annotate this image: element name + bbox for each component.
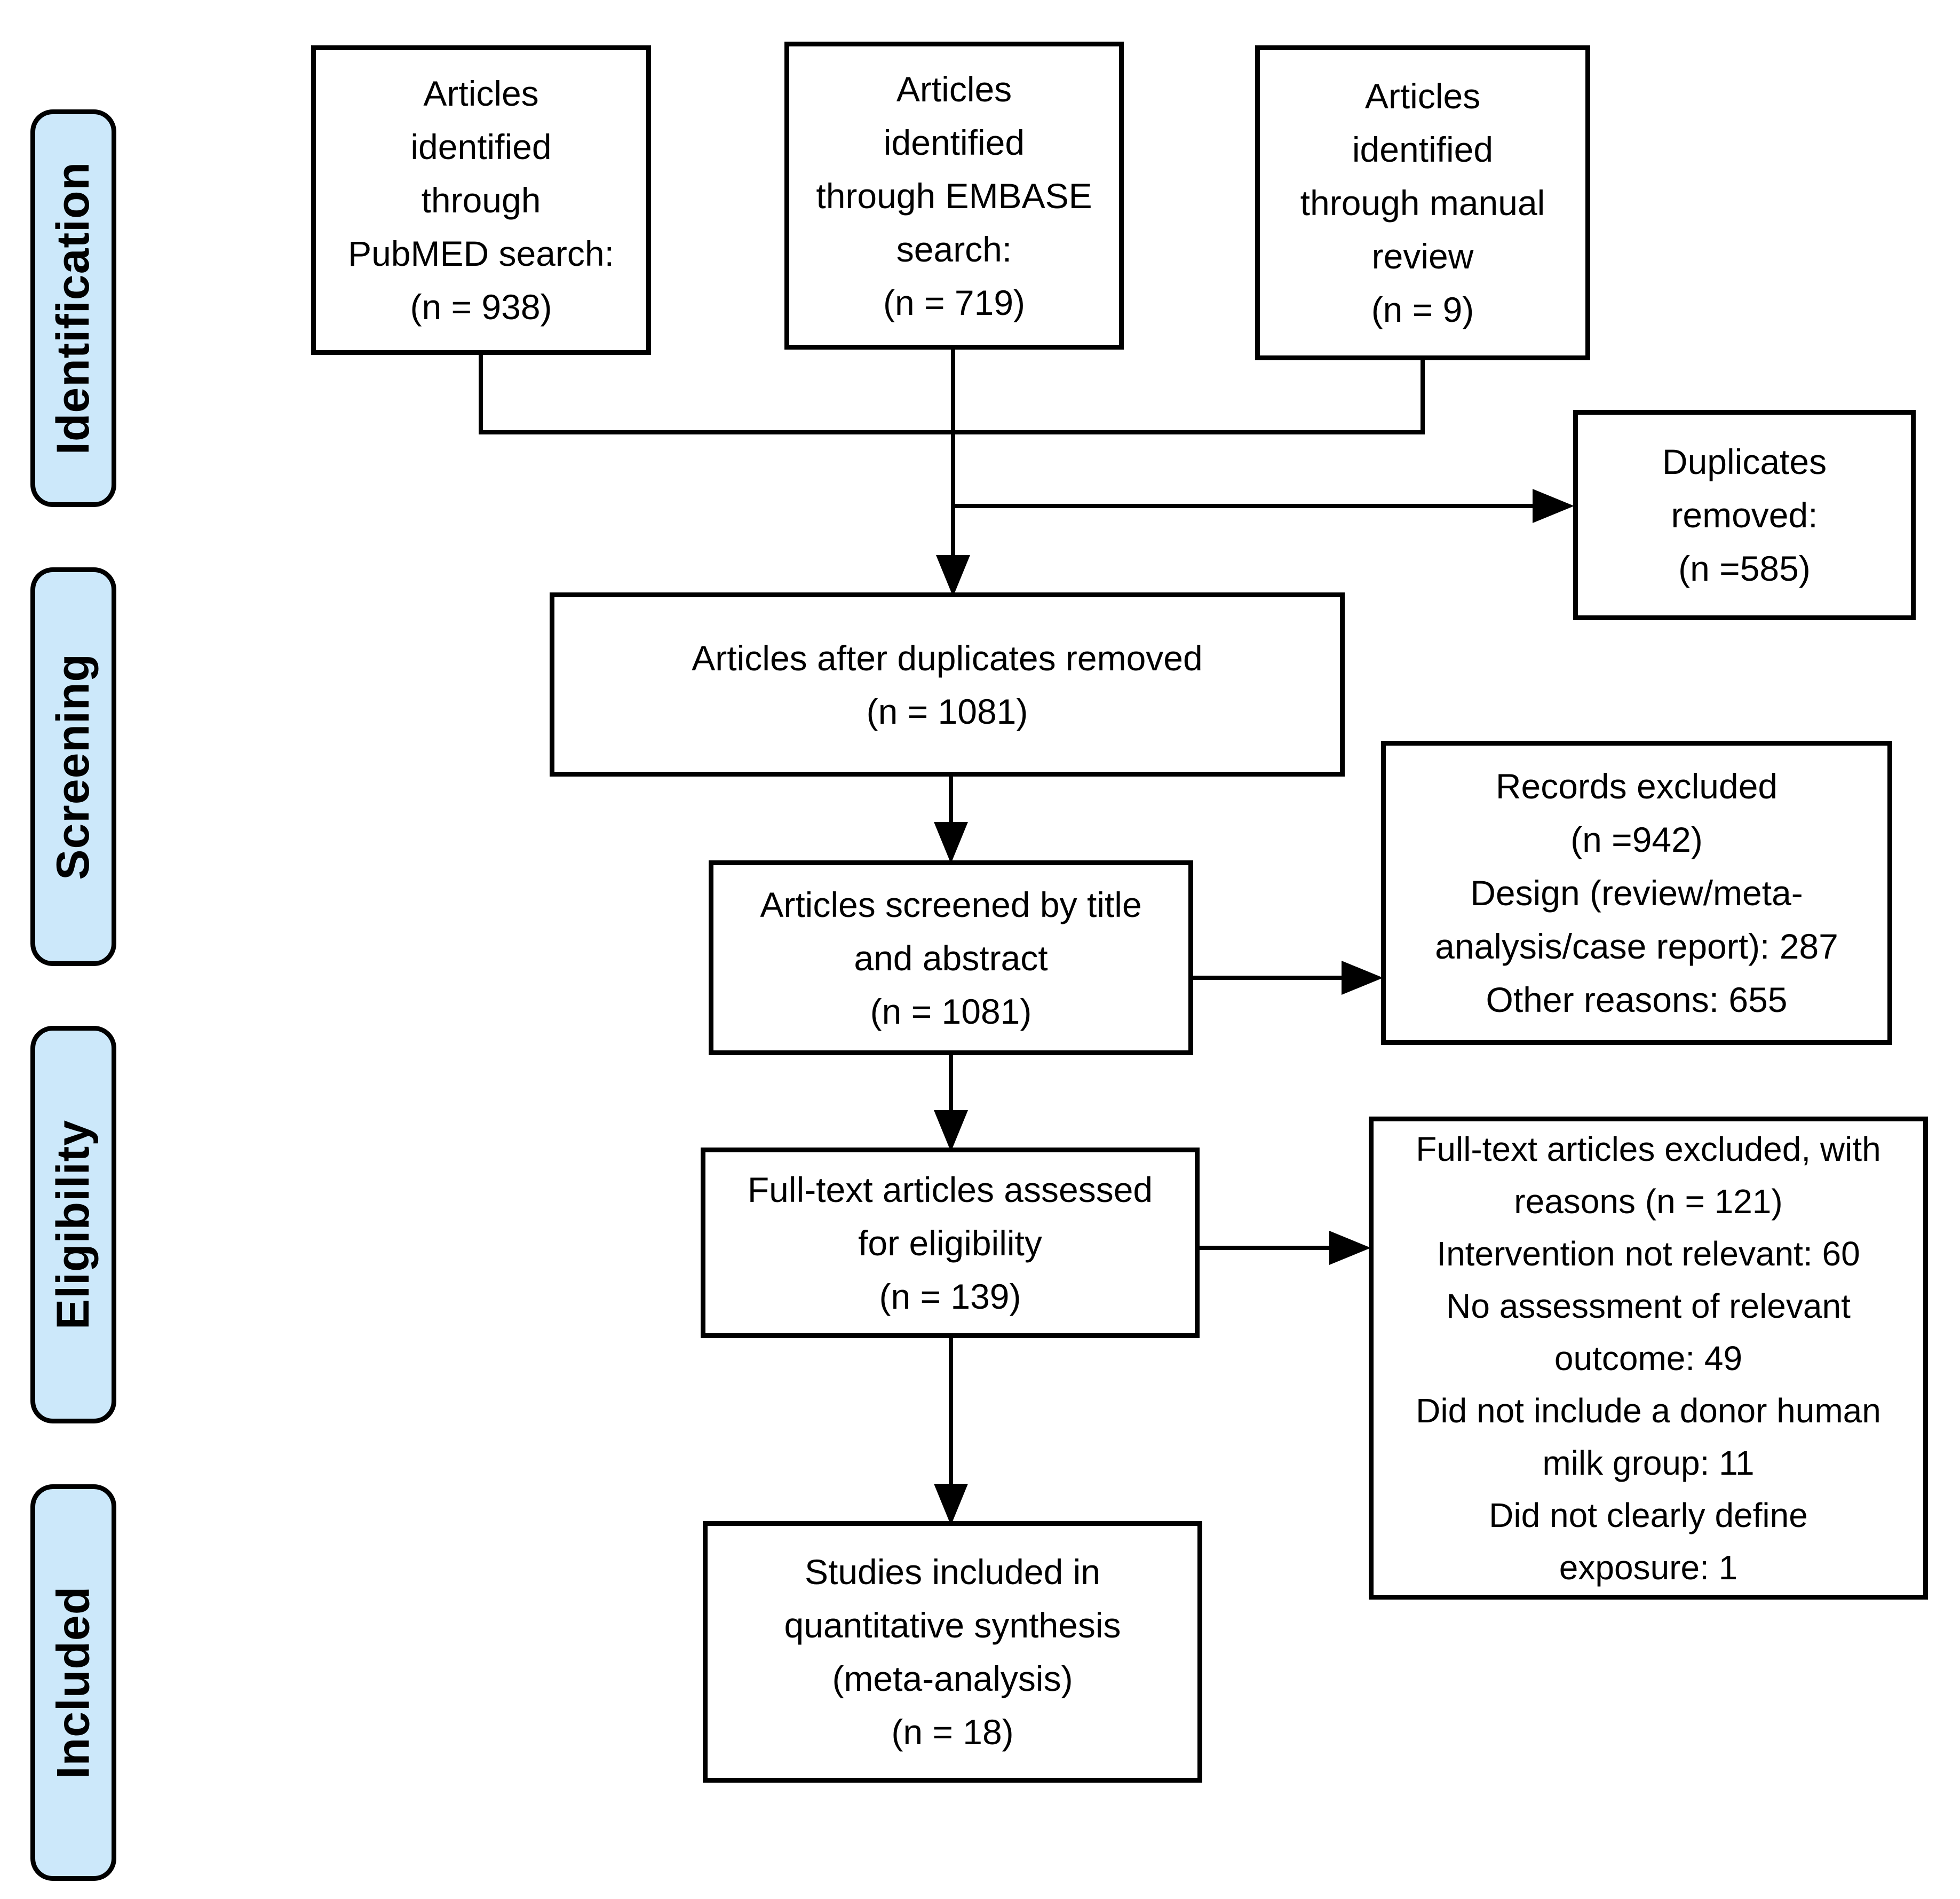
box-fulltext-excluded: Full-text articles excluded, with reason… [1369,1117,1928,1600]
box-manual-identified: Articles identified through manual revie… [1255,45,1590,360]
stage-included: Included [30,1484,116,1881]
box-embase-identified-text: Articles identified through EMBASE searc… [816,69,1092,322]
box-included-synthesis: Studies included in quantitative synthes… [703,1521,1202,1783]
box-after-duplicates: Articles after duplicates removed (n = 1… [550,592,1345,777]
arrowhead-into-screened [934,822,968,864]
stage-screening: Screening [30,567,116,966]
box-manual-identified-text: Articles identified through manual revie… [1300,76,1545,329]
arrowhead-into-included [934,1484,968,1525]
arrowhead-into-fulltext-excluded [1329,1231,1371,1265]
box-pubmed-identified: Articles identified through PubMED searc… [311,45,651,355]
box-included-synthesis-text: Studies included in quantitative synthes… [784,1552,1121,1752]
arrowhead-into-duplicates-removed [1533,489,1574,523]
stage-included-label: Included [47,1586,99,1779]
stage-identification: Identification [30,109,116,507]
box-fulltext-assessed: Full-text articles assessed for eligibil… [701,1148,1200,1338]
arrowhead-into-fulltext [934,1110,968,1152]
box-duplicates-removed: Duplicates removed: (n =585) [1573,410,1916,620]
box-fulltext-assessed-text: Full-text articles assessed for eligibil… [747,1169,1153,1316]
box-pubmed-identified-text: Articles identified through PubMED searc… [348,74,614,327]
box-duplicates-removed-text: Duplicates removed: (n =585) [1662,442,1827,588]
stage-identification-label: Identification [47,161,99,455]
box-embase-identified: Articles identified through EMBASE searc… [784,42,1124,350]
box-screened-title-abstract-text: Articles screened by title and abstract … [760,884,1142,1031]
stage-eligibility: Eligibility [30,1026,116,1423]
box-records-excluded-text: Records excluded (n =942) Design (review… [1435,766,1838,1019]
box-after-duplicates-text: Articles after duplicates removed (n = 1… [692,638,1203,731]
stage-screening-label: Screening [47,653,99,880]
box-fulltext-excluded-text: Full-text articles excluded, with reason… [1416,1129,1881,1587]
stage-eligibility-label: Eligibility [47,1119,99,1330]
box-screened-title-abstract: Articles screened by title and abstract … [709,860,1193,1055]
box-records-excluded: Records excluded (n =942) Design (review… [1381,741,1892,1045]
arrowhead-into-after-duplicates [936,555,970,597]
arrowhead-into-records-excluded [1342,961,1383,995]
